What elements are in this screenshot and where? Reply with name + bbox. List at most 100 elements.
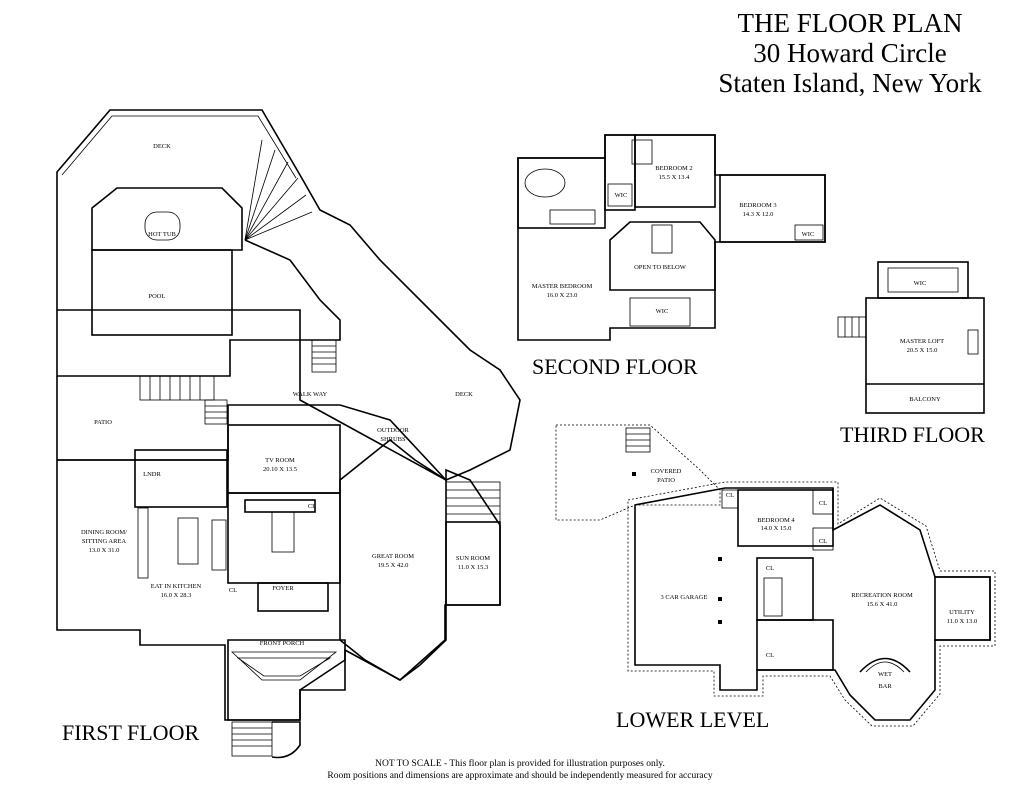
address-line-1: 30 Howard Circle (753, 38, 947, 68)
deck-diagonal (56, 239, 341, 377)
plan-title-block: THE FLOOR PLAN 30 Howard Circle Staten I… (690, 8, 1010, 98)
label-master-loft-dim: 20.5 X 15.0 (907, 347, 938, 354)
label-kitchen: EAT IN KITCHEN (151, 583, 202, 590)
second-floor-stair (651, 224, 673, 254)
lower-closet-2 (812, 489, 834, 515)
foyer (257, 582, 329, 612)
kitchen-island (177, 517, 199, 565)
disclaimer: NOT TO SCALE - This floor plan is provid… (220, 758, 820, 782)
lower-closet-3 (812, 527, 834, 551)
label-patio-lower: PATIO (657, 477, 675, 484)
label-cl-lower-5: CL (766, 652, 774, 659)
plan-title: THE FLOOR PLAN (737, 8, 963, 38)
label-sun-room: SUN ROOM (456, 555, 490, 562)
wic-inner (887, 267, 959, 293)
bath-shower (631, 139, 653, 165)
label-outdoor: OUTDOOR (377, 427, 409, 434)
label-wic-third: WIC (914, 280, 927, 287)
label-wic-bedroom3: WIC (802, 231, 815, 238)
tv-room-stair (244, 499, 316, 513)
label-dining-2: SITTING AREA (82, 538, 127, 545)
label-shrubs: SHRUBS (380, 436, 406, 443)
deck-outline (56, 109, 521, 481)
label-utility-dim: 11.0 X 13.0 (947, 618, 977, 625)
second-floor-plan: BEDROOM 2 15.5 X 13.4 BEDROOM 3 14.3 X 1… (517, 134, 826, 341)
label-garage: 3 CAR GARAGE (661, 594, 708, 601)
label-bar: BAR (878, 683, 892, 690)
label-cl-lower-4: CL (766, 565, 774, 572)
address-line-2: Staten Island, New York (718, 68, 982, 98)
label-great-room-dim: 19.5 X 42.0 (378, 562, 409, 569)
lower-level-outline (634, 487, 991, 721)
label-kitchen-dim: 16.0 X 28.3 (161, 592, 192, 599)
sun-room-stairs (445, 481, 501, 523)
lower-level-foundation (627, 481, 996, 727)
label-cl-tv: CL (308, 503, 316, 510)
label-great-room: GREAT ROOM (372, 553, 414, 560)
disclaimer-line-1: NOT TO SCALE - This floor plan is provid… (375, 759, 665, 769)
third-floor-wic (877, 261, 969, 299)
covered-patio-outline (555, 424, 721, 521)
hot-tub (144, 211, 181, 241)
first-floor-plan: DECK HOT TUB POOL WALK WAY DECK PATIO TV… (56, 109, 521, 759)
bathtub (524, 168, 566, 198)
bedroom-3 (719, 174, 826, 243)
label-bedroom-4: BEDROOM 4 (757, 517, 795, 524)
label-third-floor: THIRD FLOOR (840, 422, 985, 447)
post (718, 620, 722, 624)
label-bedroom-4-dim: 14.0 X 15.0 (761, 525, 792, 532)
label-walk-way: WALK WAY (293, 391, 328, 398)
label-bedroom-2-dim: 15.5 X 13.4 (659, 174, 690, 181)
lower-closet-1 (721, 489, 739, 509)
pool-enclosure (91, 187, 243, 251)
label-lower-level: LOWER LEVEL (616, 707, 769, 732)
label-dining-dim: 13.0 X 31.0 (89, 547, 120, 554)
front-porch (227, 639, 346, 721)
label-wet: WET (878, 671, 892, 678)
label-bedroom-3: BEDROOM 3 (739, 202, 776, 209)
label-pool: POOL (149, 293, 166, 300)
label-deck-top: DECK (153, 143, 171, 150)
label-foyer: FOYER (272, 585, 294, 592)
label-dining-1: DINING ROOM/ (81, 529, 127, 536)
open-to-below (609, 221, 716, 291)
label-hot-tub: HOT TUB (148, 231, 176, 238)
label-tv-room: TV ROOM (265, 457, 295, 464)
front-stair-rail (271, 721, 301, 759)
label-patio: PATIO (94, 419, 112, 426)
lower-bath (756, 619, 834, 671)
label-covered: COVERED (651, 468, 682, 475)
front-stairs (231, 721, 273, 757)
label-master-loft: MASTER LOFT (900, 338, 944, 345)
post (718, 557, 722, 561)
lower-stair (763, 577, 783, 617)
house-outline (56, 376, 501, 721)
label-cl-lower-1: CL (726, 492, 734, 499)
label-lndr: LNDR (143, 471, 161, 478)
label-cl-lower-3: CL (819, 538, 827, 545)
loft-fireplace (967, 329, 979, 355)
label-second-floor: SECOND FLOOR (532, 354, 698, 379)
post (718, 597, 722, 601)
utility-room (934, 576, 991, 641)
laundry-area (134, 449, 228, 508)
lower-level-plan: COVERED PATIO 3 CAR GARAGE BEDROOM 4 14.… (555, 424, 996, 727)
deck-stairs (311, 339, 337, 373)
label-utility: UTILITY (949, 609, 975, 616)
label-tv-room-dim: 20.10 X 13.5 (263, 466, 297, 473)
deck-stairs-hatch (312, 345, 336, 365)
bedroom-2-wic (607, 183, 633, 207)
deck-inner-line (61, 115, 297, 179)
walkway-steps (139, 375, 215, 401)
label-master-bedroom: MASTER BEDROOM (532, 283, 593, 290)
pool (91, 249, 233, 336)
master-vanity (549, 209, 596, 225)
third-floor-plan: WIC MASTER LOFT 20.5 X 15.0 BALCONY (837, 261, 985, 414)
kitchen-counter (211, 519, 227, 571)
bedroom-4 (737, 489, 834, 547)
label-cl-lower-2: CL (819, 500, 827, 507)
label-master-bedroom-dim: 16.0 X 23.0 (547, 292, 578, 299)
label-sun-room-dim: 11.0 X 15.3 (458, 564, 488, 571)
great-room (339, 438, 447, 681)
